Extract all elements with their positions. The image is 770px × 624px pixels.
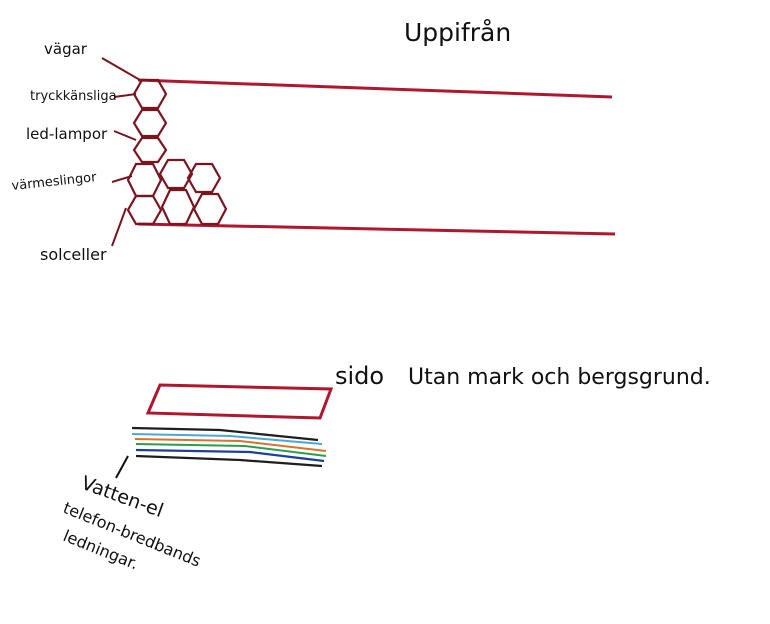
cable-line-3	[134, 438, 327, 452]
side-view-title: sido	[335, 362, 384, 390]
label-varmeslingor: värmeslingor	[11, 170, 98, 194]
label-solceller: solceller	[40, 245, 107, 264]
label-led-lampor: led-lampor	[26, 125, 108, 143]
top-view-title: Uppifrån	[404, 18, 511, 47]
top-view-leader-lines	[101, 57, 141, 247]
cable-line-2	[131, 433, 323, 445]
road-slab-side	[145, 383, 334, 420]
hexagon-tile-grid	[126, 78, 228, 226]
label-vagar: vägar	[44, 40, 88, 58]
road-edge-bottom	[137, 222, 616, 236]
cable-line-4	[135, 443, 327, 457]
pipes-leader-line	[115, 455, 129, 479]
side-view-note: Utan mark och bergsgrund.	[408, 365, 711, 390]
road-edge-top	[137, 78, 613, 99]
cable-line-6	[135, 454, 323, 468]
label-tryckkansliga: tryckkänsliga	[30, 89, 117, 104]
cable-layers	[131, 426, 327, 468]
cable-line-5	[135, 448, 325, 463]
cable-line-1	[131, 426, 319, 442]
